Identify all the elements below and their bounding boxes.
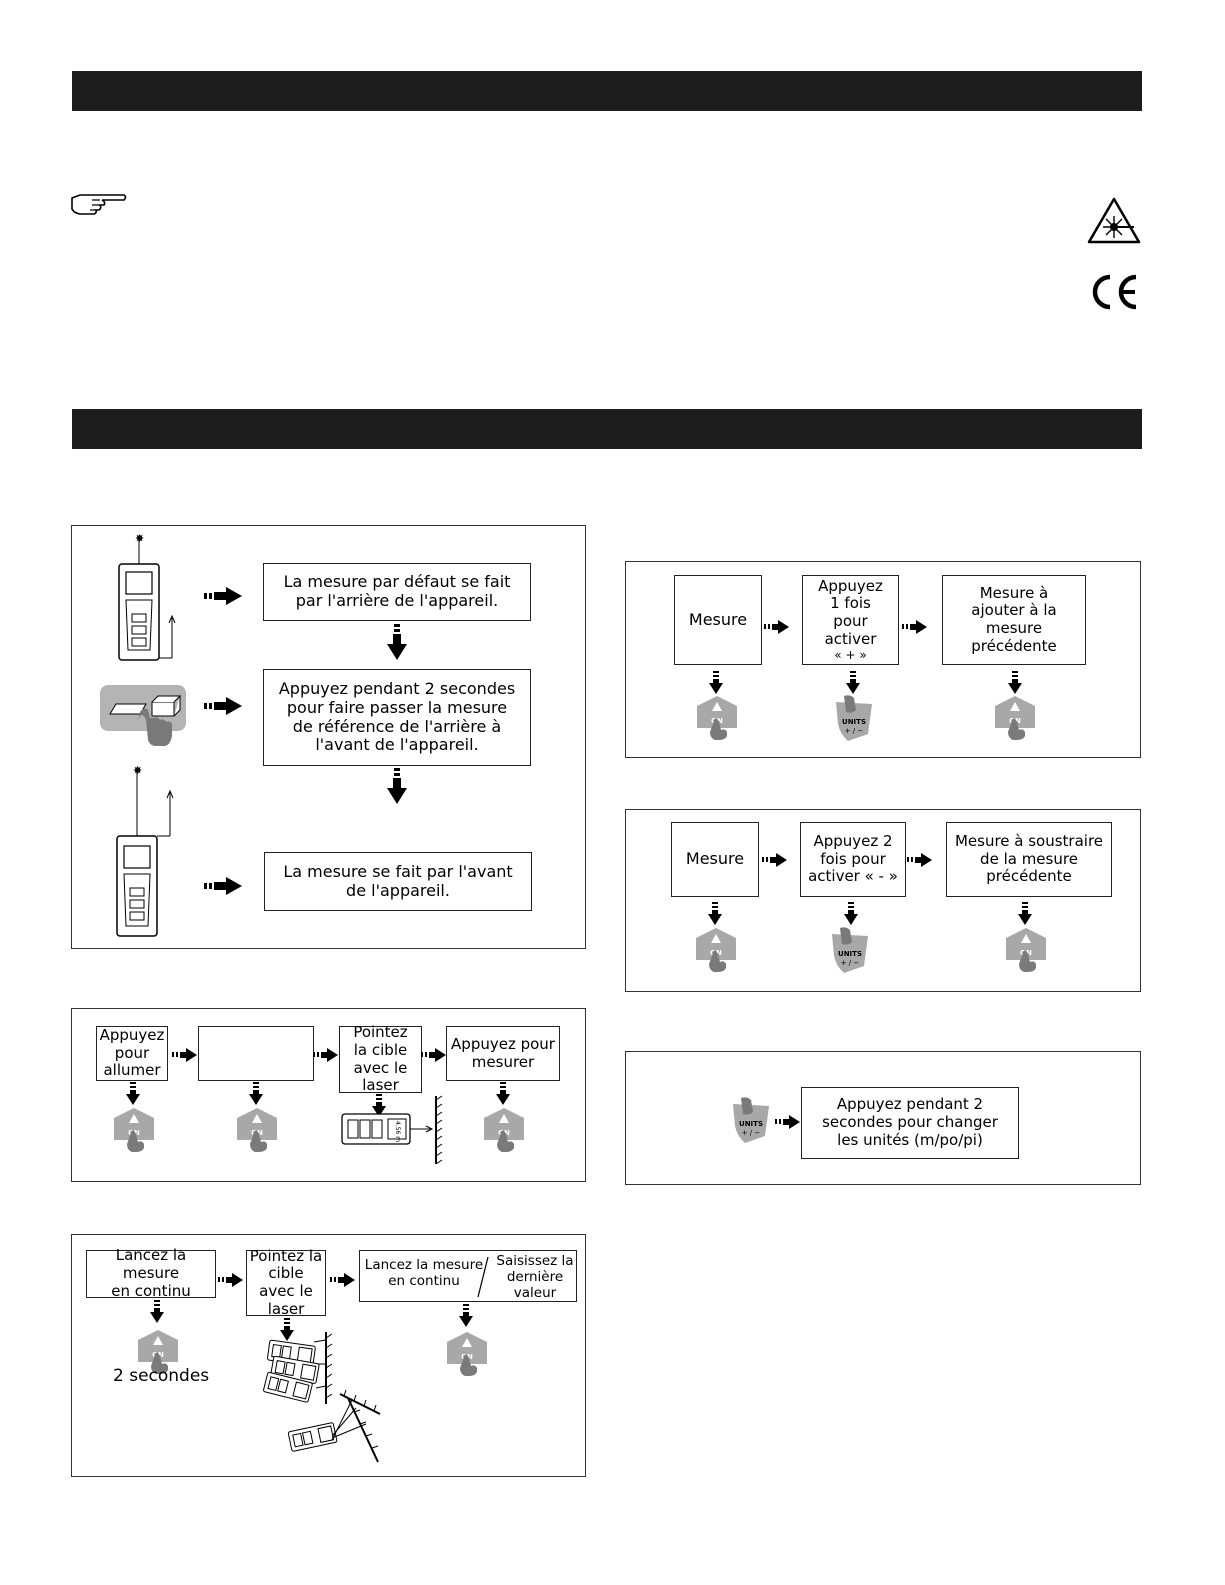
arrow-right-icon (204, 697, 242, 715)
units-button-icon: UNITS+ / − (832, 927, 868, 973)
pointing-hand-icon (71, 194, 127, 215)
on-button-icon: ON (995, 696, 1035, 740)
arrow-right-icon (172, 1048, 197, 1062)
arrow-down-icon (387, 768, 407, 804)
units-button-icon: UNITS+ / − (836, 695, 872, 741)
svg-text:✸: ✸ (135, 532, 144, 545)
svg-text:+ / −: + / − (742, 1129, 761, 1137)
arrow-down-icon (844, 902, 858, 925)
device-aim-wall-icon: 4.56 m (341, 1095, 443, 1165)
arrow-right-icon (764, 620, 789, 634)
arrow-right-icon (204, 877, 242, 895)
svg-text:✸: ✸ (133, 764, 142, 777)
on-button-icon: ON (447, 1332, 487, 1376)
arrow-right-icon (204, 587, 242, 605)
on-button-icon: ON (114, 1108, 154, 1152)
reference-button-icon (100, 685, 186, 746)
on-button-icon: ON (1006, 928, 1046, 972)
arrow-down-icon (1018, 902, 1032, 925)
arrow-down-icon (372, 1094, 386, 1117)
section-header-bar-2 (72, 409, 1142, 449)
arrow-down-icon (459, 1304, 473, 1327)
svg-text:UNITS: UNITS (739, 1120, 763, 1128)
section-header-bar-1 (72, 71, 1142, 111)
arrow-down-icon (249, 1082, 263, 1105)
arrow-down-icon (280, 1318, 294, 1341)
svg-text:UNITS: UNITS (838, 950, 862, 958)
arrow-down-icon (496, 1082, 510, 1105)
on-button-icon: ON (138, 1330, 178, 1374)
arrow-down-icon (708, 902, 722, 925)
svg-text:UNITS: UNITS (842, 718, 866, 726)
arrow-right-icon (330, 1273, 355, 1287)
arrow-right-icon (907, 853, 932, 867)
arrow-right-icon (762, 853, 787, 867)
addition-step-measure: Mesure (674, 575, 762, 665)
arrow-right-icon (218, 1273, 243, 1287)
svg-text:+ / −: + / − (845, 727, 864, 735)
on-button-icon: ON (237, 1108, 277, 1152)
arrow-down-icon (387, 624, 407, 660)
arrow-down-icon (1008, 671, 1022, 694)
svg-text:+ / −: + / − (841, 959, 860, 967)
subtraction-step-measure: Mesure (671, 822, 759, 897)
on-button-icon: ON (697, 696, 737, 740)
arrow-down-icon (126, 1082, 140, 1105)
on-button-icon: ON (484, 1108, 524, 1152)
units-button-icon: UNITS+ / − (733, 1097, 769, 1143)
on-button-icon: ON (696, 928, 736, 972)
arrow-down-icon (150, 1300, 164, 1323)
continuous-duration-note: 2 secondes (113, 1366, 210, 1386)
arrow-down-icon (846, 671, 860, 694)
device-front-reference-icon: ✸ (116, 764, 174, 937)
laser-warning-icon (1087, 197, 1141, 244)
arrow-right-icon (775, 1115, 800, 1129)
arrow-right-icon (421, 1048, 446, 1062)
device-sweep-icon (263, 1332, 381, 1463)
svg-text:4.56 m: 4.56 m (394, 1121, 401, 1142)
ce-mark-icon (1092, 274, 1137, 310)
arrow-right-icon (902, 620, 927, 634)
device-rear-reference-icon: ✸ (118, 532, 176, 661)
arrow-down-icon (709, 671, 723, 694)
single-step-blank (198, 1026, 314, 1081)
arrow-right-icon (313, 1048, 338, 1062)
